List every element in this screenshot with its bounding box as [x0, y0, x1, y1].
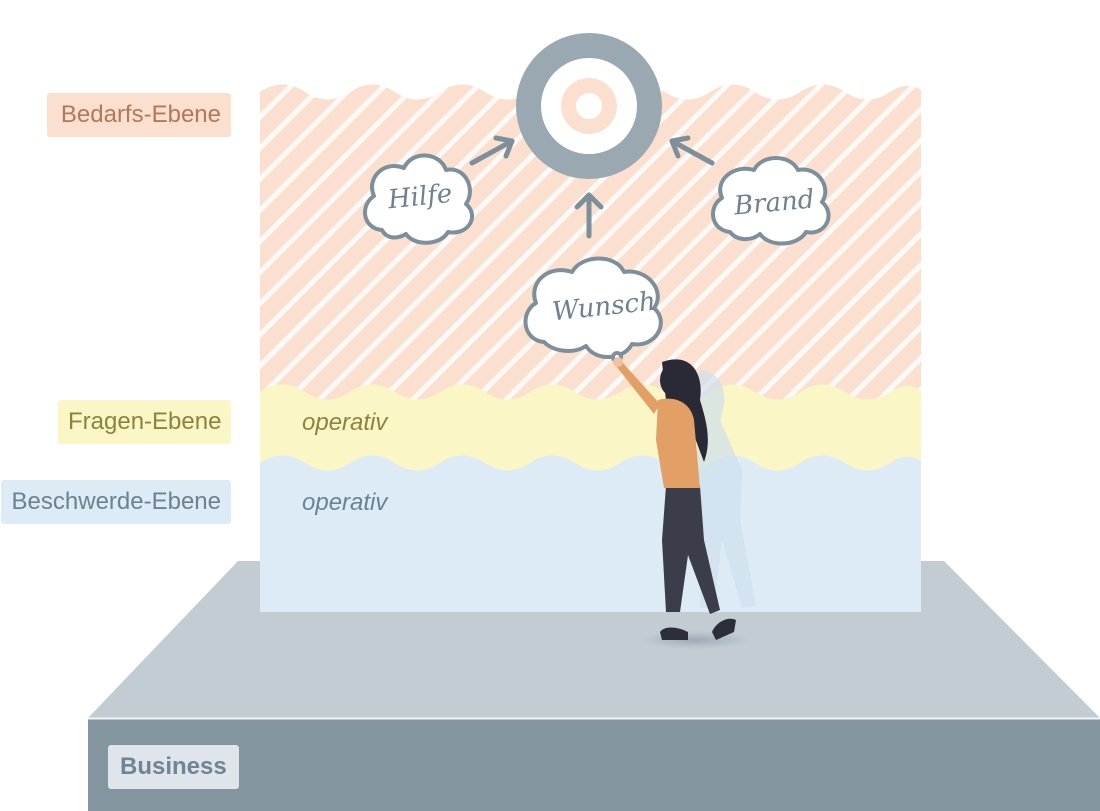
cloud-brand [711, 156, 831, 246]
thought-clouds [363, 153, 831, 363]
level-label-beschwerde: Beschwerde-Ebene [1, 480, 231, 524]
cloud-hilfe [363, 153, 474, 245]
beschwerde-level-area [260, 455, 921, 612]
arrow-icon-hilfe [469, 135, 515, 166]
level-label-bedarf: Bedarfs-Ebene [47, 93, 231, 137]
target-icon [516, 33, 662, 179]
fragen-level-area [260, 384, 921, 480]
business-label: Business [108, 745, 239, 789]
person-illustration [613, 357, 756, 649]
level-label-fragen: Fragen-Ebene [58, 400, 231, 444]
arrow-icon-wunsch [574, 192, 604, 239]
operativ-label-beschwerde: operativ [302, 489, 388, 516]
cloud-wunsch [523, 256, 663, 360]
platform-front [88, 718, 1100, 811]
operativ-label-fragen: operativ [302, 409, 388, 436]
arrow-icon-brand [669, 135, 715, 166]
arrows [469, 135, 715, 239]
